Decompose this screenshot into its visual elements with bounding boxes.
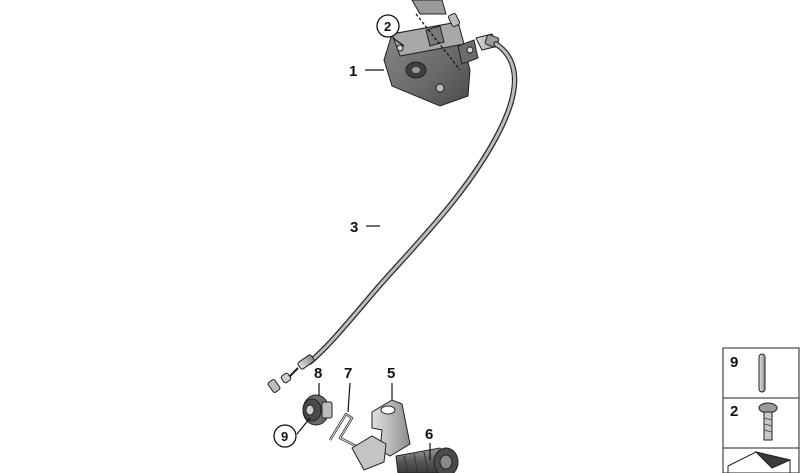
callout-5: 5 bbox=[387, 365, 395, 382]
pin-icon bbox=[758, 353, 766, 393]
callout-7: 7 bbox=[344, 365, 352, 382]
legend-number-9: 9 bbox=[730, 354, 738, 371]
lock-body-part bbox=[383, 0, 479, 107]
spring-clip-part bbox=[328, 412, 357, 448]
callout-9: 9 bbox=[281, 429, 288, 444]
grommet-part bbox=[302, 394, 333, 426]
callout-9-circle bbox=[273, 424, 297, 448]
cable-end-pin-top bbox=[447, 13, 461, 27]
screw-icon bbox=[758, 402, 778, 441]
legend-number-2: 2 bbox=[730, 403, 738, 420]
callout-2: 2 bbox=[384, 19, 391, 34]
cable-end-pin-bottom bbox=[267, 379, 281, 393]
callout-6: 6 bbox=[425, 426, 433, 443]
holder-bracket-part bbox=[351, 399, 411, 471]
callout-8: 8 bbox=[314, 365, 322, 382]
callout-2-circle bbox=[376, 14, 400, 38]
lock-cylinder-part bbox=[395, 447, 459, 473]
callout-3: 3 bbox=[350, 219, 358, 236]
legend-box: 9 2 bbox=[722, 347, 800, 473]
callout-1: 1 bbox=[349, 63, 357, 80]
bowden-cable-part bbox=[280, 33, 518, 384]
leader-lines bbox=[296, 13, 461, 460]
bracket-icon bbox=[727, 451, 792, 473]
